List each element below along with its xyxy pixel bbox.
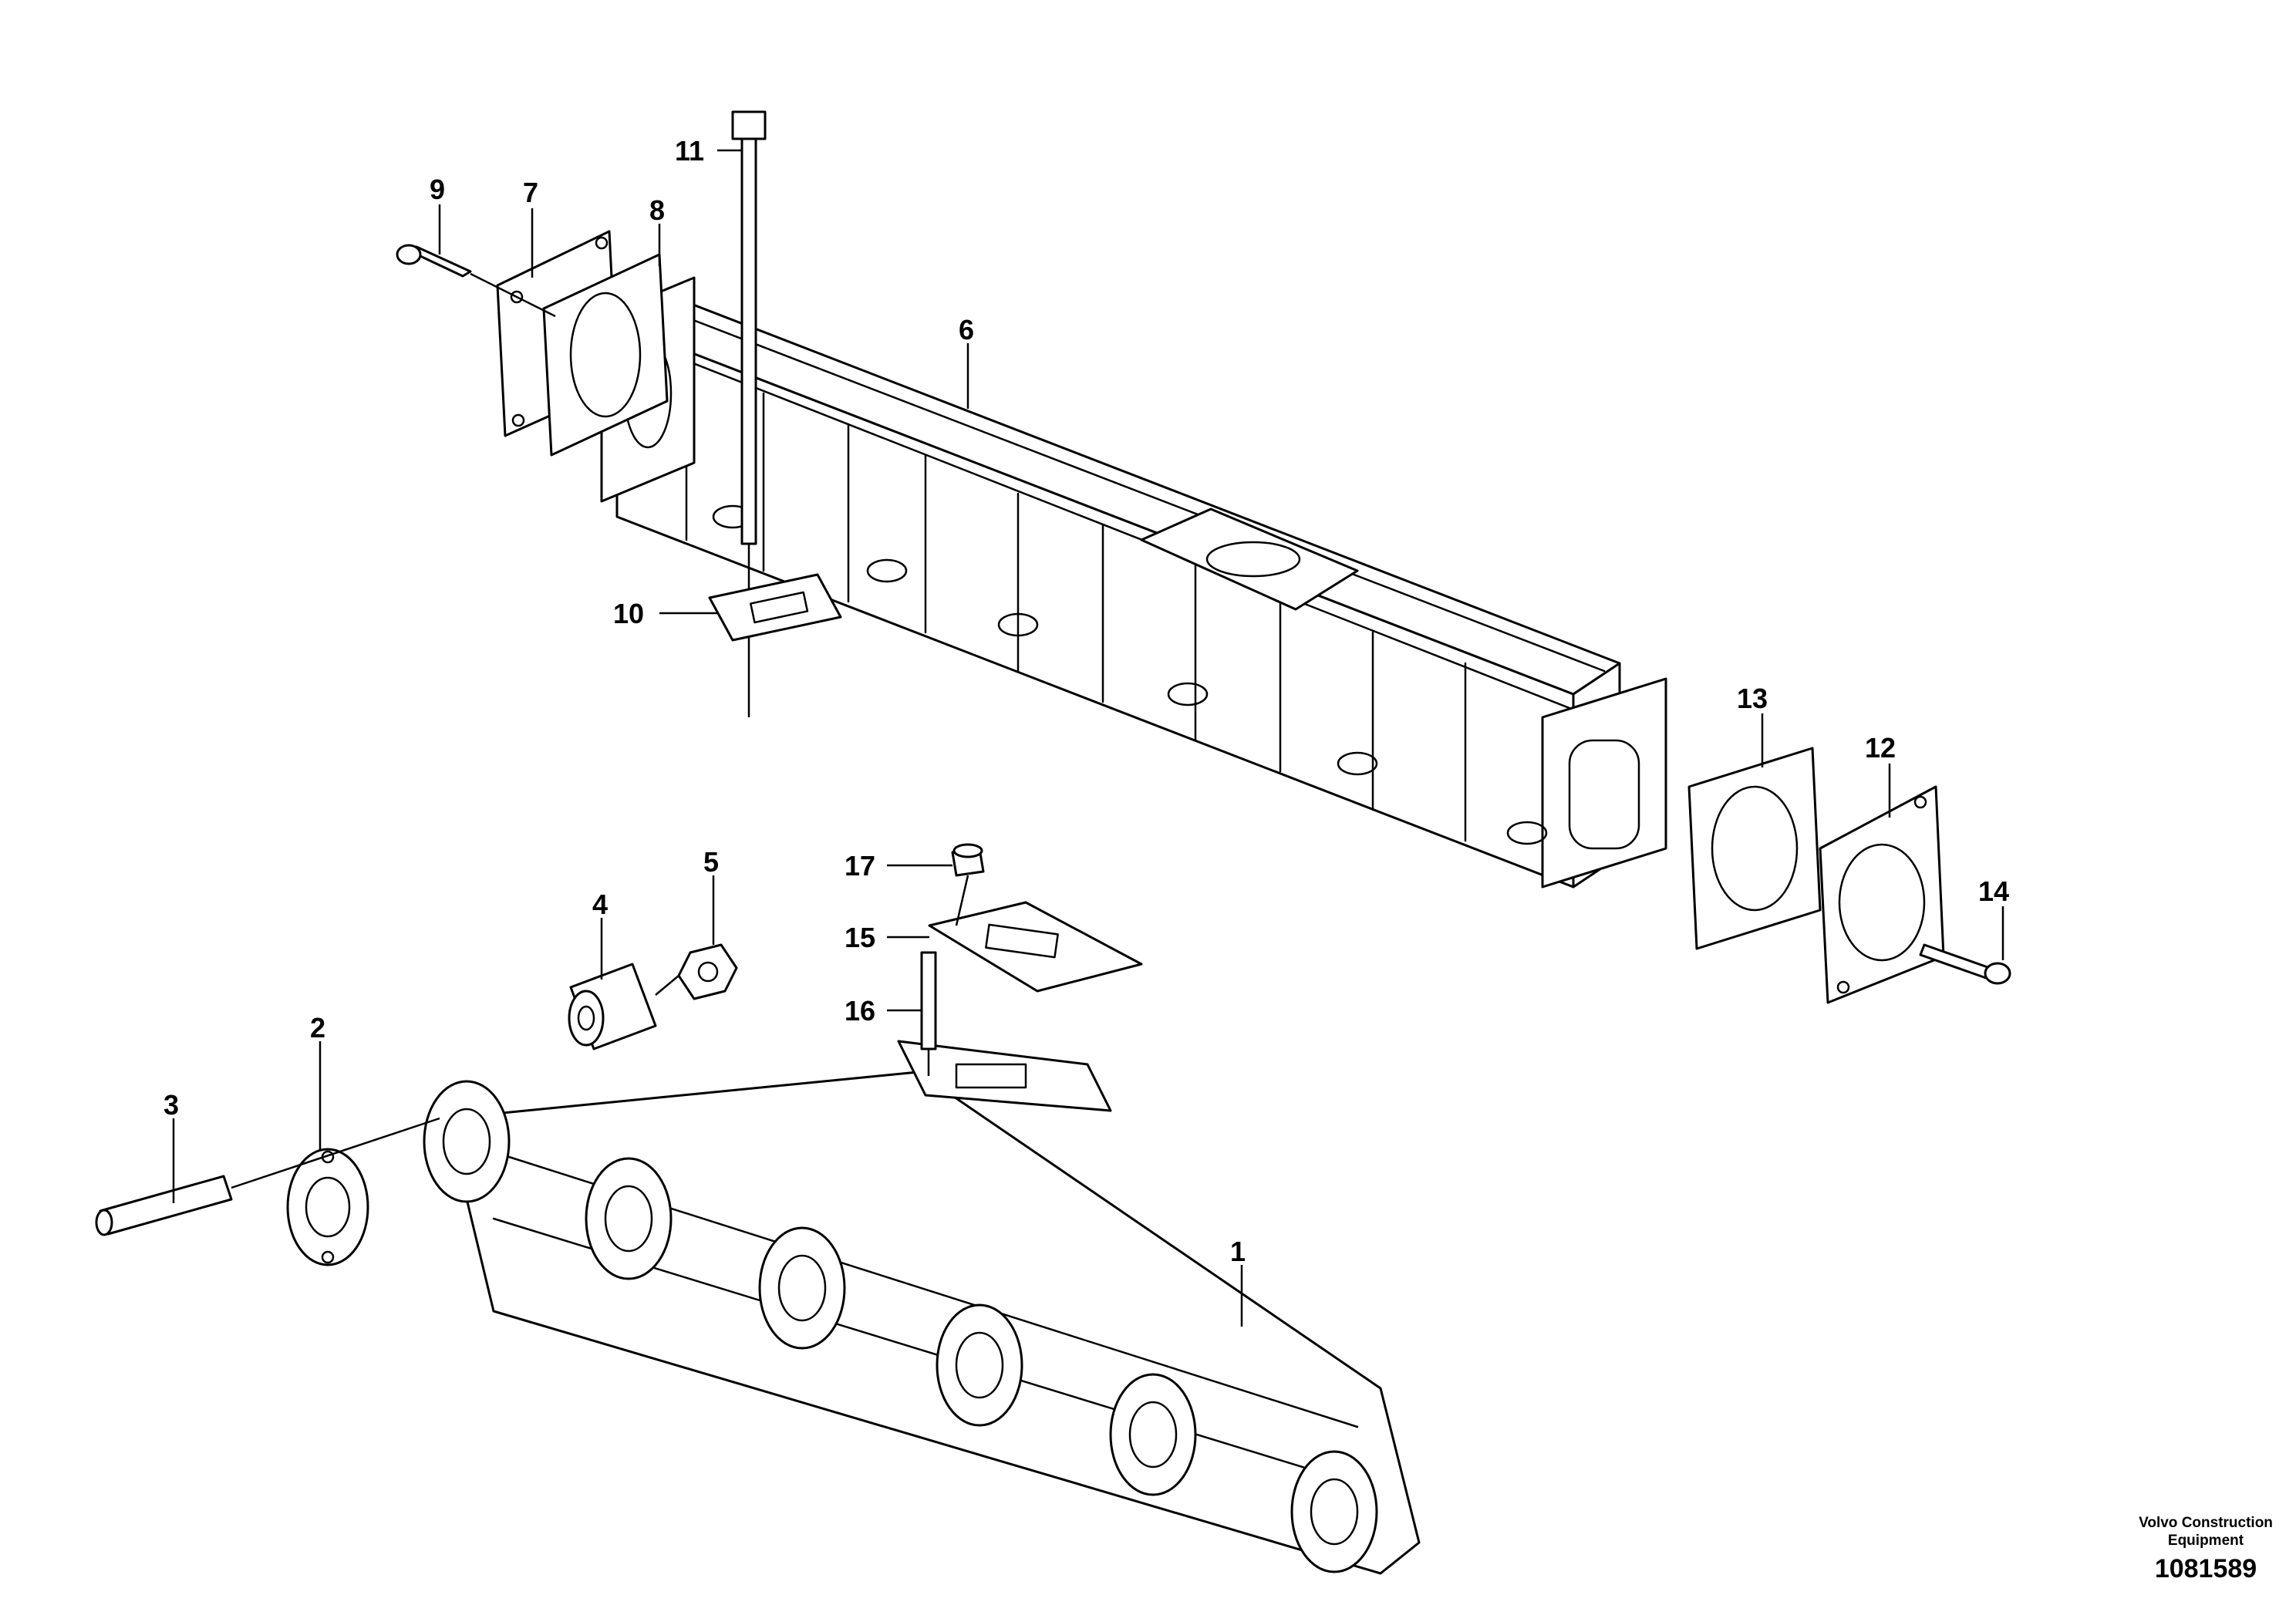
right-end-bolt bbox=[1919, 943, 2011, 985]
heat-shield-assembly bbox=[600, 276, 1667, 889]
title-block: Volvo Construction Equipment 1081589 bbox=[2139, 1515, 2273, 1583]
callout-8: 8 bbox=[649, 194, 665, 226]
hex-nut bbox=[655, 943, 738, 1000]
callout-10: 10 bbox=[613, 598, 644, 629]
long-bolt bbox=[731, 110, 767, 717]
callout-4: 4 bbox=[592, 889, 608, 920]
plug-nut bbox=[951, 843, 985, 926]
callout-6: 6 bbox=[959, 314, 974, 346]
left-end-gasket bbox=[542, 253, 669, 457]
sleeve-pin bbox=[920, 951, 937, 1076]
callout-11: 11 bbox=[675, 135, 704, 167]
flange-gasket-small bbox=[708, 573, 842, 642]
callout-labels: 1 2 3 4 5 6 7 8 9 10 11 12 13 14 15 16 1… bbox=[164, 135, 2009, 1267]
exhaust-manifold bbox=[423, 1040, 1421, 1575]
callout-9: 9 bbox=[430, 174, 445, 205]
outlet-gasket bbox=[928, 901, 1143, 993]
callout-5: 5 bbox=[703, 846, 719, 878]
brand-line-2: Equipment bbox=[2168, 1533, 2244, 1549]
callout-7: 7 bbox=[523, 177, 538, 208]
callout-17: 17 bbox=[845, 850, 875, 882]
callout-3: 3 bbox=[164, 1089, 179, 1121]
callout-1: 1 bbox=[1230, 1236, 1246, 1267]
spacer-sleeve bbox=[568, 963, 657, 1050]
stud bbox=[95, 1117, 440, 1236]
right-end-plate bbox=[1819, 785, 1945, 1004]
callout-14: 14 bbox=[1978, 875, 2009, 907]
leader-lines bbox=[172, 149, 2004, 1327]
drawing-number: 1081589 bbox=[2155, 1554, 2257, 1583]
manifold-port-flanges bbox=[423, 1080, 1378, 1573]
port-gasket bbox=[286, 1148, 369, 1266]
callout-2: 2 bbox=[310, 1012, 325, 1044]
right-end-gasket bbox=[1687, 747, 1822, 950]
brand-line-1: Volvo Construction bbox=[2139, 1515, 2273, 1531]
callout-15: 15 bbox=[845, 922, 875, 953]
callout-16: 16 bbox=[845, 995, 875, 1027]
left-end-bolt bbox=[396, 244, 556, 318]
callout-13: 13 bbox=[1737, 683, 1768, 714]
callout-12: 12 bbox=[1865, 732, 1896, 764]
